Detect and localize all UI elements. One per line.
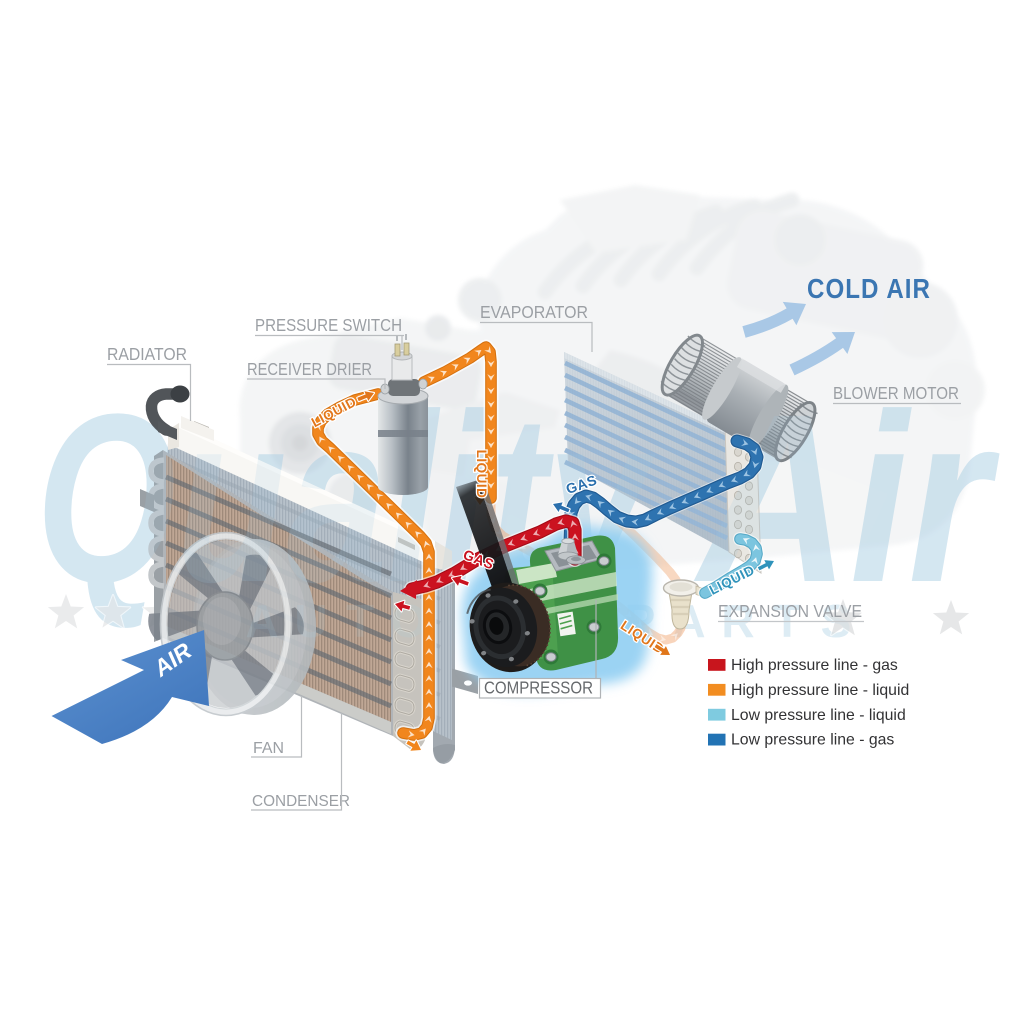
- svg-text:BLOWER MOTOR: BLOWER MOTOR: [833, 383, 959, 403]
- svg-text:EVAPORATOR: EVAPORATOR: [480, 302, 588, 322]
- svg-text:Air: Air: [694, 364, 1001, 632]
- svg-text:LIQUID: LIQUID: [474, 450, 489, 499]
- svg-text:Low pressure line - liquid: Low pressure line - liquid: [731, 707, 906, 724]
- svg-text:RADIATOR: RADIATOR: [107, 344, 187, 364]
- svg-text:RECEIVER DRIER: RECEIVER DRIER: [247, 359, 372, 379]
- svg-text:FAN: FAN: [253, 740, 284, 757]
- svg-text:PRESSURE SWITCH: PRESSURE SWITCH: [255, 315, 402, 335]
- svg-text:Low pressure line - gas: Low pressure line - gas: [731, 732, 894, 749]
- svg-text:High pressure line - liquid: High pressure line - liquid: [731, 682, 909, 699]
- svg-text:U: U: [294, 595, 327, 647]
- svg-text:EXPANSION VALVE: EXPANSION VALVE: [718, 601, 862, 621]
- svg-text:High pressure line - gas: High pressure line - gas: [731, 657, 898, 674]
- svg-text:COLD AIR: COLD AIR: [807, 273, 931, 304]
- svg-text:A: A: [245, 595, 278, 647]
- svg-text:COMPRESSOR: COMPRESSOR: [484, 678, 593, 698]
- svg-text:T: T: [346, 595, 374, 647]
- svg-text:CONDENSER: CONDENSER: [252, 793, 350, 810]
